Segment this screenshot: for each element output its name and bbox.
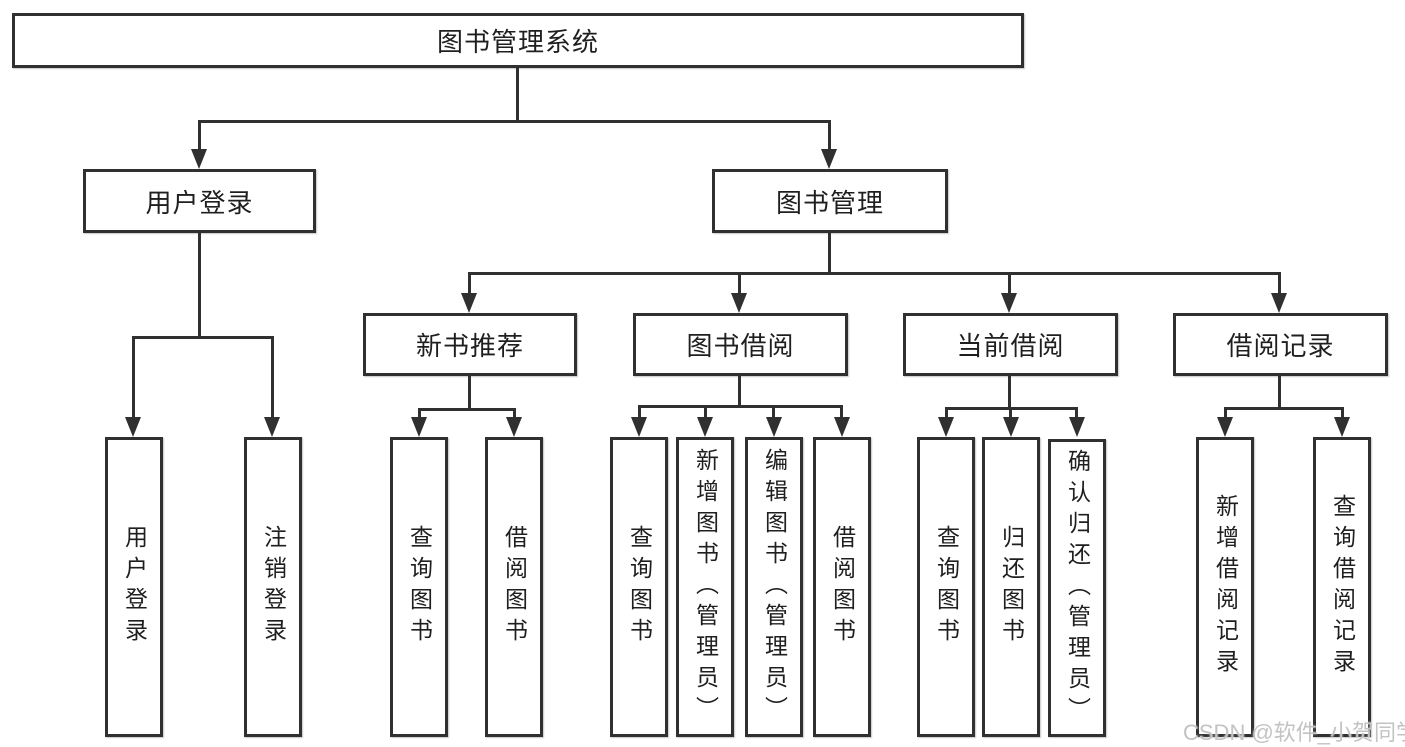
- node-new-books: 新书推荐: [363, 313, 577, 376]
- connector-drop-leaf: [271, 336, 274, 419]
- arrow-down-icon: [1069, 417, 1085, 437]
- connector-drop-current-borrow: [1008, 272, 1011, 295]
- node-borrow-records-label: 借阅记录: [1226, 331, 1335, 361]
- arrow-down-icon: [506, 417, 522, 437]
- connector-userlogin-hline: [132, 336, 274, 339]
- arrow-down-icon: [697, 417, 713, 437]
- leaf-user-login: 用户登录: [105, 437, 163, 737]
- leaf-newbooks-query: 查询图书: [390, 437, 448, 737]
- connector-drop-leaf: [945, 407, 948, 419]
- connector-drop-leaf: [1224, 407, 1227, 419]
- node-user-login-label: 用户登录: [145, 187, 254, 218]
- node-book-mgmt-label: 图书管理: [775, 187, 884, 218]
- node-borrow-records: 借阅记录: [1173, 313, 1388, 376]
- arrow-down-icon: [1001, 293, 1017, 313]
- leaf-label: 借阅图书: [829, 525, 856, 649]
- connector-drop-leaf: [1341, 407, 1344, 419]
- connector-drop-leaf: [704, 405, 707, 419]
- arrow-down-icon: [834, 417, 850, 437]
- connector-bookmgmt-hline: [468, 272, 1281, 275]
- connector-drop-leaf: [840, 405, 843, 419]
- leaf-label: 查询图书: [933, 525, 960, 649]
- connector-drop-book-mgmt: [828, 120, 831, 151]
- leaf-borrow-borrow: 借阅图书: [813, 437, 871, 737]
- leaf-label: 查询图书: [406, 525, 433, 649]
- arrow-down-icon: [125, 417, 141, 437]
- arrow-down-icon: [461, 293, 477, 313]
- connector-newbooks-vline: [468, 376, 471, 408]
- arrow-down-icon: [821, 149, 837, 169]
- connector-bookborrow-vline: [738, 376, 741, 405]
- node-root-label: 图书管理系统: [436, 27, 599, 57]
- leaf-borrow-query: 查询图书: [610, 437, 668, 737]
- leaf-borrow-add-admin: 新增图书（管理员）: [676, 437, 734, 737]
- connector-bookmgmt-vline: [828, 233, 831, 272]
- leaf-label: 注销登录: [260, 525, 287, 649]
- arrow-down-icon: [1217, 417, 1233, 437]
- connector-drop-new-books: [468, 272, 471, 295]
- leaf-logout: 注销登录: [244, 437, 302, 737]
- leaf-label: 用户登录: [121, 525, 148, 649]
- arrow-down-icon: [411, 417, 427, 437]
- connector-borrowrecords-vline: [1278, 376, 1281, 407]
- leaf-current-return: 归还图书: [982, 437, 1040, 737]
- connector-newbooks-hline: [418, 408, 516, 411]
- leaf-records-add: 新增借阅记录: [1196, 437, 1254, 737]
- arrow-down-icon: [1003, 417, 1019, 437]
- arrow-down-icon: [1271, 293, 1287, 313]
- leaf-label: 编辑图书（管理员）: [761, 447, 788, 727]
- node-root: 图书管理系统: [12, 13, 1024, 68]
- connector-drop-borrow-records: [1278, 272, 1281, 295]
- connector-borrowrecords-hline: [1224, 407, 1343, 410]
- node-current-borrow-label: 当前借阅: [956, 331, 1065, 361]
- leaf-label: 确认归还（管理员）: [1064, 448, 1091, 728]
- connector-root-vline: [516, 67, 519, 120]
- connector-drop-leaf: [1009, 407, 1012, 419]
- connector-drop-book-borrow: [738, 272, 741, 295]
- arrow-down-icon: [631, 417, 647, 437]
- arrow-down-icon: [938, 417, 954, 437]
- connector-drop-leaf: [418, 408, 421, 419]
- connector-drop-leaf: [772, 405, 775, 419]
- node-book-borrow: 图书借阅: [633, 313, 848, 376]
- connector-drop-leaf: [513, 408, 516, 419]
- arrow-down-icon: [766, 417, 782, 437]
- leaf-label: 查询借阅记录: [1329, 494, 1356, 680]
- leaf-current-query: 查询图书: [917, 437, 975, 737]
- leaf-label: 新增图书（管理员）: [692, 447, 719, 727]
- leaf-label: 归还图书: [998, 525, 1025, 649]
- arrow-down-icon: [731, 293, 747, 313]
- node-book-mgmt: 图书管理: [712, 169, 948, 233]
- arrow-down-icon: [264, 417, 280, 437]
- connector-drop-leaf: [1075, 407, 1078, 419]
- leaf-records-query: 查询借阅记录: [1313, 437, 1371, 737]
- connector-userlogin-vline: [198, 233, 201, 336]
- connector-root-hline: [198, 120, 831, 123]
- connector-currentborrow-vline: [1008, 376, 1011, 407]
- leaf-label: 查询图书: [626, 525, 653, 649]
- node-book-borrow-label: 图书借阅: [686, 331, 795, 361]
- csdn-watermark: CSDN @软件_小贺同学: [1183, 720, 1405, 745]
- leaf-newbooks-borrow: 借阅图书: [485, 437, 543, 737]
- leaf-current-confirm-admin: 确认归还（管理员）: [1048, 439, 1106, 737]
- leaf-borrow-edit-admin: 编辑图书（管理员）: [745, 437, 803, 737]
- connector-drop-user-login: [198, 120, 201, 151]
- connector-bookborrow-hline: [638, 405, 843, 408]
- arrow-down-icon: [1334, 417, 1350, 437]
- node-new-books-label: 新书推荐: [415, 331, 524, 361]
- connector-drop-leaf: [638, 405, 641, 419]
- connector-drop-leaf: [132, 336, 135, 419]
- leaf-label: 新增借阅记录: [1212, 494, 1239, 680]
- arrow-down-icon: [191, 149, 207, 169]
- node-current-borrow: 当前借阅: [903, 313, 1118, 376]
- leaf-label: 借阅图书: [501, 525, 528, 649]
- node-user-login: 用户登录: [83, 169, 316, 233]
